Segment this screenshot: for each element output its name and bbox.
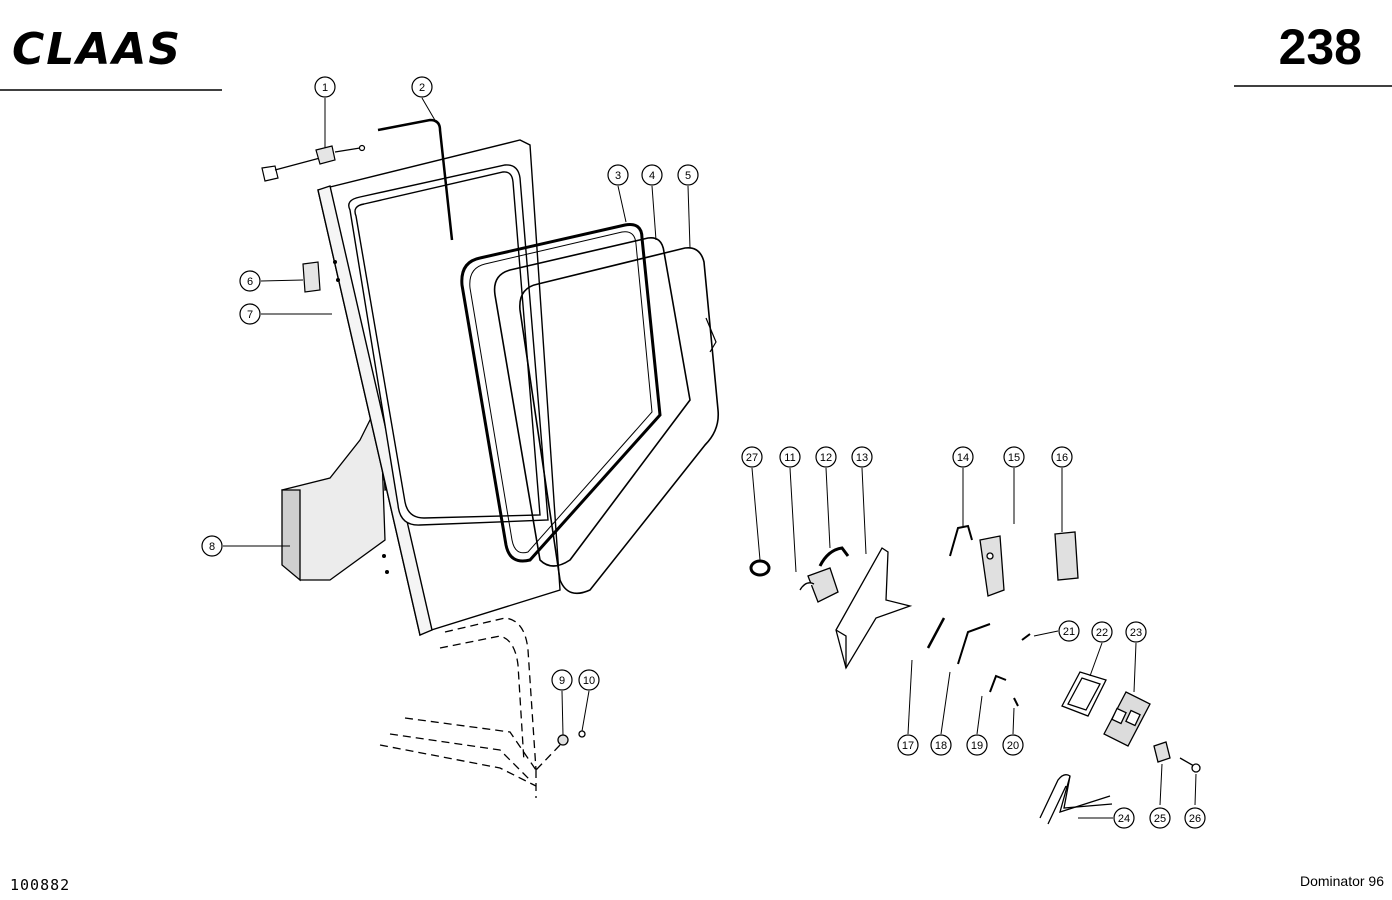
model-name: Dominator 96 xyxy=(1300,873,1384,889)
callout-9: 9 xyxy=(551,669,573,691)
svg-text:3: 3 xyxy=(615,170,621,182)
svg-text:19: 19 xyxy=(971,740,983,752)
part-1-hinge xyxy=(261,144,366,182)
svg-text:2: 2 xyxy=(419,82,425,94)
part-6-plate xyxy=(302,261,321,293)
svg-text:15: 15 xyxy=(1008,452,1020,464)
svg-text:11: 11 xyxy=(784,452,795,464)
part-24-clamp xyxy=(1039,774,1113,825)
brand-logo: CLAAS xyxy=(12,24,182,75)
svg-text:26: 26 xyxy=(1189,813,1201,825)
part-9-nut xyxy=(557,734,569,746)
svg-text:8: 8 xyxy=(209,541,215,553)
callout-11: 11 xyxy=(779,446,801,468)
svg-text:13: 13 xyxy=(856,452,868,464)
callout-7: 7 xyxy=(239,303,261,325)
svg-text:9: 9 xyxy=(559,675,565,687)
cab-outline-dashed xyxy=(379,617,561,798)
svg-text:10: 10 xyxy=(583,675,595,687)
callout-16: 16 xyxy=(1051,446,1073,468)
part-2-rod xyxy=(377,118,454,241)
callout-13: 13 xyxy=(851,446,873,468)
door-frame-holes xyxy=(333,260,389,574)
part-17-rod xyxy=(926,617,946,649)
callout-20: 20 xyxy=(1002,734,1024,756)
part-18-rod xyxy=(957,623,991,665)
svg-text:23: 23 xyxy=(1130,627,1142,639)
svg-text:7: 7 xyxy=(247,309,253,321)
part-3-seal-inner xyxy=(469,231,653,554)
part-5-outer-glass xyxy=(519,246,720,595)
part-3-seal xyxy=(460,223,662,563)
svg-text:5: 5 xyxy=(685,170,691,182)
callout-8: 8 xyxy=(201,535,223,557)
callout-15: 15 xyxy=(1003,446,1025,468)
svg-text:6: 6 xyxy=(247,276,253,288)
callout-21: 21 xyxy=(1058,620,1080,642)
part-5-edge-detail xyxy=(705,317,717,353)
callout-17: 17 xyxy=(897,734,919,756)
callout-14: 14 xyxy=(952,446,974,468)
part-22-frame xyxy=(1061,671,1107,717)
svg-text:22: 22 xyxy=(1096,627,1108,639)
svg-text:24: 24 xyxy=(1118,813,1130,825)
svg-text:25: 25 xyxy=(1154,813,1166,825)
callout-18: 18 xyxy=(930,734,952,756)
svg-text:20: 20 xyxy=(1007,740,1019,752)
svg-text:16: 16 xyxy=(1056,452,1068,464)
part-19-clip xyxy=(989,674,1007,693)
leader-lines xyxy=(223,97,1197,819)
part-12-hook xyxy=(818,546,850,567)
callout-12: 12 xyxy=(815,446,837,468)
part-21-pin xyxy=(1021,633,1031,641)
part-23-switch xyxy=(1103,691,1151,747)
callout-5: 5 xyxy=(677,164,699,186)
callout-27: 27 xyxy=(741,446,763,468)
svg-text:4: 4 xyxy=(649,170,655,182)
svg-text:1: 1 xyxy=(322,82,328,94)
callout-26: 26 xyxy=(1184,807,1206,829)
svg-text:21: 21 xyxy=(1063,626,1075,638)
callout-2: 2 xyxy=(411,76,433,98)
callout-4: 4 xyxy=(641,164,663,186)
callout-19: 19 xyxy=(966,734,988,756)
drawing-number: 100882 xyxy=(10,876,70,894)
svg-text:14: 14 xyxy=(957,452,969,464)
callout-10: 10 xyxy=(578,669,600,691)
svg-text:17: 17 xyxy=(902,740,914,752)
part-25-screw xyxy=(1153,741,1171,763)
callout-6: 6 xyxy=(239,270,261,292)
svg-text:12: 12 xyxy=(820,452,832,464)
svg-text:18: 18 xyxy=(935,740,947,752)
callout-1: 1 xyxy=(314,76,336,98)
callout-24: 24 xyxy=(1113,807,1135,829)
part-14-rod xyxy=(949,524,973,557)
part-11-latch xyxy=(799,567,839,603)
callout-22: 22 xyxy=(1091,621,1113,643)
callout-25: 25 xyxy=(1149,807,1171,829)
page-number: 238 xyxy=(1279,19,1362,75)
part-16-plate xyxy=(1054,531,1079,581)
callout-3: 3 xyxy=(607,164,629,186)
svg-text:27: 27 xyxy=(746,452,758,464)
part-27-ring xyxy=(749,559,771,577)
part-20-pin xyxy=(1013,697,1019,707)
part-4-glass xyxy=(493,236,691,567)
part-13-bracket xyxy=(835,547,913,670)
callout-23: 23 xyxy=(1125,621,1147,643)
part-10-washer xyxy=(578,730,586,738)
part-26-bolt xyxy=(1179,757,1201,773)
part-15-lock xyxy=(979,535,1005,597)
